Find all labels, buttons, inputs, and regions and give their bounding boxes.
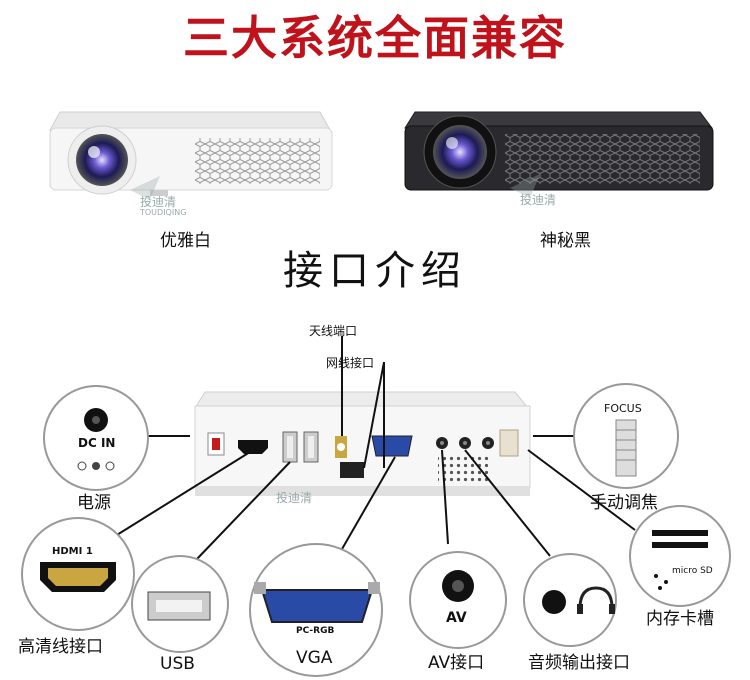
usb-label: USB [160, 654, 195, 674]
black-model-label: 神秘黑 [540, 231, 591, 251]
av-label: AV接口 [428, 653, 485, 673]
interface-projector [194, 391, 531, 496]
network-label: 网线接口 [326, 356, 375, 370]
watermark-brand-3: 投迪清 [276, 491, 313, 505]
white-projector [49, 111, 333, 196]
focus-zoom [573, 383, 679, 489]
watermark-brand-2: 投迪清 [520, 193, 557, 207]
hdmi-text: HDMI 1 [52, 546, 93, 557]
antenna-label: 天线端口 [309, 324, 358, 338]
audio-zoom [523, 553, 617, 647]
card-slot-zoom [629, 505, 731, 607]
page-title: 三大系统全面兼容 [183, 11, 567, 65]
white-model-label: 优雅白 [160, 231, 211, 251]
card-label: 内存卡槽 [646, 609, 714, 629]
dc-in-text: DC IN [78, 436, 116, 450]
vga-label: VGA [296, 648, 333, 668]
hdmi-zoom [21, 517, 135, 631]
hdmi-label: 高清线接口 [18, 637, 103, 657]
power-label: 电源 [77, 493, 111, 513]
av-text: AV [446, 610, 467, 626]
interface-heading: 接口介绍 [283, 248, 467, 294]
focus-label: 手动调焦 [590, 493, 658, 513]
usb-zoom [131, 555, 229, 653]
av-zoom [409, 551, 507, 649]
audio-label: 音频输出接口 [528, 653, 630, 673]
power-port-zoom [43, 385, 149, 491]
focus-text: FOCUS [604, 402, 642, 415]
vga-zoom [249, 543, 383, 677]
leader-lines [111, 336, 636, 561]
black-projector [404, 111, 714, 191]
card-text: micro SD [672, 566, 713, 576]
watermark-sub: TOUDIQING [140, 208, 187, 217]
watermark-brand: 投迪清 [140, 195, 177, 209]
vga-text: PC-RGB [296, 626, 335, 636]
